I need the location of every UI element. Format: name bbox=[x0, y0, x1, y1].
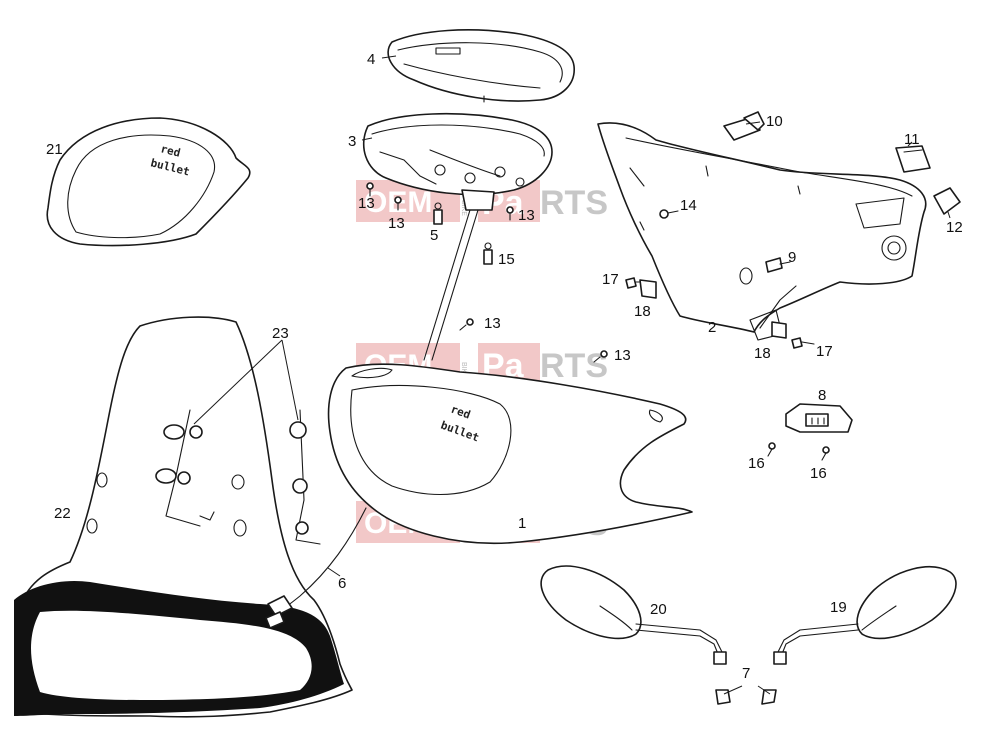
bulb-15 bbox=[483, 242, 493, 265]
callout-4: 4 bbox=[367, 51, 375, 68]
callout-20: 20 bbox=[650, 601, 667, 618]
watermark-rts-text: RTS bbox=[540, 184, 608, 222]
leader-lines bbox=[193, 55, 951, 695]
callout-21: 21 bbox=[46, 141, 63, 158]
callout-labels: 1 2 3 4 5 6 7 8 9 10 11 12 13 13 13 13 1… bbox=[46, 51, 963, 682]
right-mirror-19 bbox=[761, 566, 957, 705]
front-handlebar-cover: red bullet bbox=[327, 363, 693, 545]
nut-18-lower bbox=[771, 321, 787, 339]
switch-module-8 bbox=[785, 403, 853, 433]
instrument-cluster bbox=[362, 112, 553, 361]
switch-12 bbox=[933, 187, 961, 215]
screws-13 bbox=[366, 182, 608, 363]
callout-13-b: 13 bbox=[388, 215, 405, 232]
callout-9: 9 bbox=[788, 249, 796, 266]
callout-17-b: 17 bbox=[816, 343, 833, 360]
callout-7: 7 bbox=[742, 665, 750, 682]
bulb-5 bbox=[433, 202, 443, 225]
left-mirror-20 bbox=[540, 565, 731, 705]
callout-18-a: 18 bbox=[634, 303, 651, 320]
callout-13-c: 13 bbox=[518, 207, 535, 224]
callout-13-d: 13 bbox=[484, 315, 501, 332]
callout-23: 23 bbox=[272, 325, 289, 342]
callout-10: 10 bbox=[766, 113, 783, 130]
screw-14 bbox=[659, 209, 679, 219]
callout-15: 15 bbox=[498, 251, 515, 268]
decal-panel-21: red bullet bbox=[46, 117, 251, 247]
watermark-bike-text: BIKE bbox=[460, 200, 467, 216]
callout-8: 8 bbox=[818, 387, 826, 404]
callout-5: 5 bbox=[430, 227, 438, 244]
instrument-lens bbox=[387, 29, 575, 103]
screw-17-lower bbox=[791, 337, 815, 349]
callout-2: 2 bbox=[708, 319, 716, 336]
screw-9 bbox=[765, 257, 791, 273]
callout-3: 3 bbox=[348, 133, 356, 150]
callout-22: 22 bbox=[54, 505, 71, 522]
callout-17-a: 17 bbox=[602, 271, 619, 288]
watermark-bike-text: BIKE bbox=[460, 362, 467, 378]
decal-red-text-small: red bbox=[159, 142, 181, 159]
callout-11: 11 bbox=[904, 131, 920, 148]
callout-6: 6 bbox=[338, 575, 346, 592]
speedometer-cable-6 bbox=[265, 507, 367, 629]
switch-11 bbox=[895, 145, 931, 173]
callout-16-b: 16 bbox=[810, 465, 827, 482]
nut-18-upper bbox=[639, 279, 657, 299]
switch-connector-10 bbox=[723, 111, 765, 141]
callout-1: 1 bbox=[518, 515, 526, 532]
callout-13-e: 13 bbox=[614, 347, 631, 364]
windscreen-brackets-23 bbox=[155, 409, 321, 545]
decal-red-text-front: red bbox=[449, 403, 472, 422]
callout-14: 14 bbox=[680, 197, 697, 214]
rear-handlebar-cover bbox=[597, 122, 927, 341]
callout-18-b: 18 bbox=[754, 345, 771, 362]
watermark-rts-text: RTS bbox=[540, 347, 608, 385]
callout-19: 19 bbox=[830, 599, 847, 616]
callout-12: 12 bbox=[946, 219, 963, 236]
screws-16 bbox=[767, 442, 830, 461]
callout-13-a: 13 bbox=[358, 195, 375, 212]
callout-16-a: 16 bbox=[748, 455, 765, 472]
